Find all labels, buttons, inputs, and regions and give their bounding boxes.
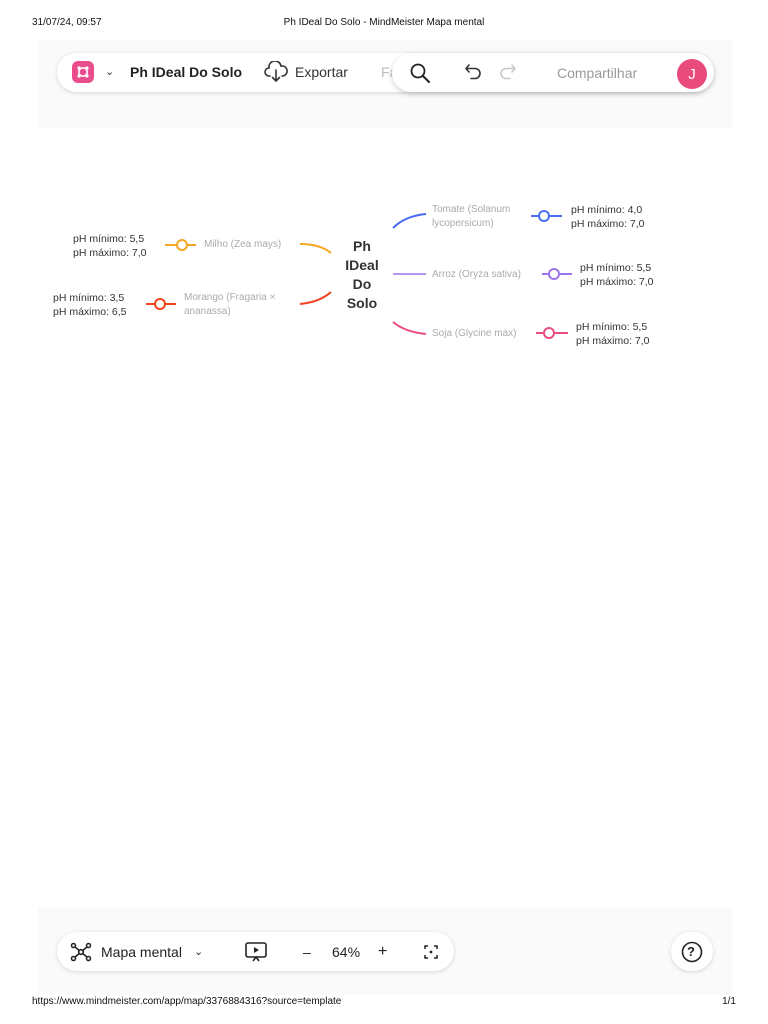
connector-milho: [299, 243, 332, 254]
root-line-2: IDeal: [345, 257, 379, 273]
topic-morango[interactable]: Morango (Fragaria × ananassa): [184, 291, 275, 319]
topic-tomate[interactable]: Tomate (Solanum lycopersicum): [432, 203, 510, 231]
root-topic[interactable]: Ph IDeal Do Solo: [336, 237, 388, 313]
print-datetime: 31/07/24, 09:57: [32, 17, 102, 28]
download-cloud-icon[interactable]: [264, 60, 288, 88]
tomate-ph-max: pH máximo: 7,0: [571, 218, 645, 230]
mindmap-view-icon[interactable]: [70, 942, 92, 967]
milho-ph-min: pH mínimo: 5,5: [73, 233, 145, 245]
map-canvas-area: [38, 128, 732, 908]
view-chevron-down-icon[interactable]: ⌄: [194, 946, 204, 958]
root-line-4: Solo: [346, 295, 378, 311]
topic-morango-line-2: ananassa): [184, 306, 231, 317]
topic-soja-line-1: Soja (Glycine max): [432, 328, 517, 339]
help-icon[interactable]: [681, 941, 703, 968]
connector-morango: [299, 291, 332, 305]
help-button[interactable]: [671, 932, 713, 971]
presentation-play-icon[interactable]: [244, 941, 268, 968]
connector-tomate: [392, 213, 427, 229]
root-line-1: Ph: [353, 238, 371, 254]
milho-ph-max: pH máximo: 7,0: [73, 247, 147, 259]
topic-morango-ph[interactable]: pH mínimo: 3,5 pH máximo: 6,5: [53, 291, 127, 319]
topic-arroz-ph[interactable]: pH mínimo: 5,5 pH máximo: 7,0: [580, 261, 654, 289]
undo-icon[interactable]: [464, 63, 484, 86]
topic-milho[interactable]: Milho (Zea mays): [204, 238, 281, 252]
fit-to-screen-icon[interactable]: [424, 945, 438, 964]
map-title[interactable]: Ph IDeal Do Solo: [130, 64, 243, 80]
milho-collapse-toggle: [165, 239, 196, 251]
map-canvas[interactable]: [38, 40, 732, 995]
tomate-collapse-toggle: [531, 210, 562, 222]
soja-collapse-toggle: [536, 327, 568, 339]
print-doc-title: Ph IDeal Do Solo - MindMeister Mapa ment…: [283, 17, 485, 28]
tomate-ph-min: pH mínimo: 4,0: [571, 204, 643, 216]
connector-soja: [392, 321, 427, 335]
soja-ph-min: pH mínimo: 5,5: [576, 321, 648, 333]
mindmeister-logo-icon[interactable]: [72, 61, 94, 83]
zoom-in-button[interactable]: +: [378, 943, 388, 960]
share-button[interactable]: Compartilhar: [557, 65, 638, 81]
print-page-number: 1/1: [722, 996, 736, 1007]
topic-soja-ph[interactable]: pH mínimo: 5,5 pH máximo: 7,0: [576, 320, 650, 348]
chevron-down-icon[interactable]: ⌄: [105, 66, 115, 78]
arroz-ph-max: pH máximo: 7,0: [580, 276, 654, 288]
arroz-ph-min: pH mínimo: 5,5: [580, 262, 652, 274]
help-label: ?: [687, 944, 695, 959]
zoom-level: 64%: [332, 944, 361, 960]
redo-icon[interactable]: [497, 63, 517, 86]
arroz-collapse-toggle: [542, 268, 572, 280]
print-header: 31/07/24, 09:57 Ph IDeal Do Solo - MindM…: [0, 17, 768, 31]
print-footer: https://www.mindmeister.com/app/map/3376…: [0, 996, 768, 1010]
topic-milho-line-1: Milho (Zea mays): [204, 239, 282, 250]
topic-soja[interactable]: Soja (Glycine max): [432, 327, 516, 341]
topic-milho-ph[interactable]: pH mínimo: 5,5 pH máximo: 7,0: [73, 232, 147, 260]
topic-tomate-ph[interactable]: pH mínimo: 4,0 pH máximo: 7,0: [571, 203, 645, 231]
topic-morango-line-1: Morango (Fragaria ×: [184, 292, 276, 303]
topic-tomate-line-2: lycopersicum): [432, 218, 494, 229]
topic-arroz-line-1: Arroz (Oryza sativa): [432, 269, 521, 280]
root-line-3: Do: [352, 276, 372, 292]
zoom-out-button[interactable]: –: [303, 944, 311, 960]
morango-ph-max: pH máximo: 6,5: [53, 306, 127, 318]
soja-ph-max: pH máximo: 7,0: [576, 335, 650, 347]
top-toolbar-actions: [392, 53, 714, 92]
morango-collapse-toggle: [146, 298, 176, 310]
view-mode-selector[interactable]: Mapa mental: [101, 944, 182, 960]
search-icon[interactable]: [409, 62, 431, 89]
topic-arroz[interactable]: Arroz (Oryza sativa): [432, 268, 521, 282]
export-button[interactable]: Exportar: [295, 64, 348, 80]
avatar[interactable]: J: [677, 59, 707, 89]
topic-tomate-line-1: Tomate (Solanum: [432, 204, 511, 215]
morango-ph-min: pH mínimo: 3,5: [53, 292, 125, 304]
print-url: https://www.mindmeister.com/app/map/3376…: [32, 996, 342, 1007]
